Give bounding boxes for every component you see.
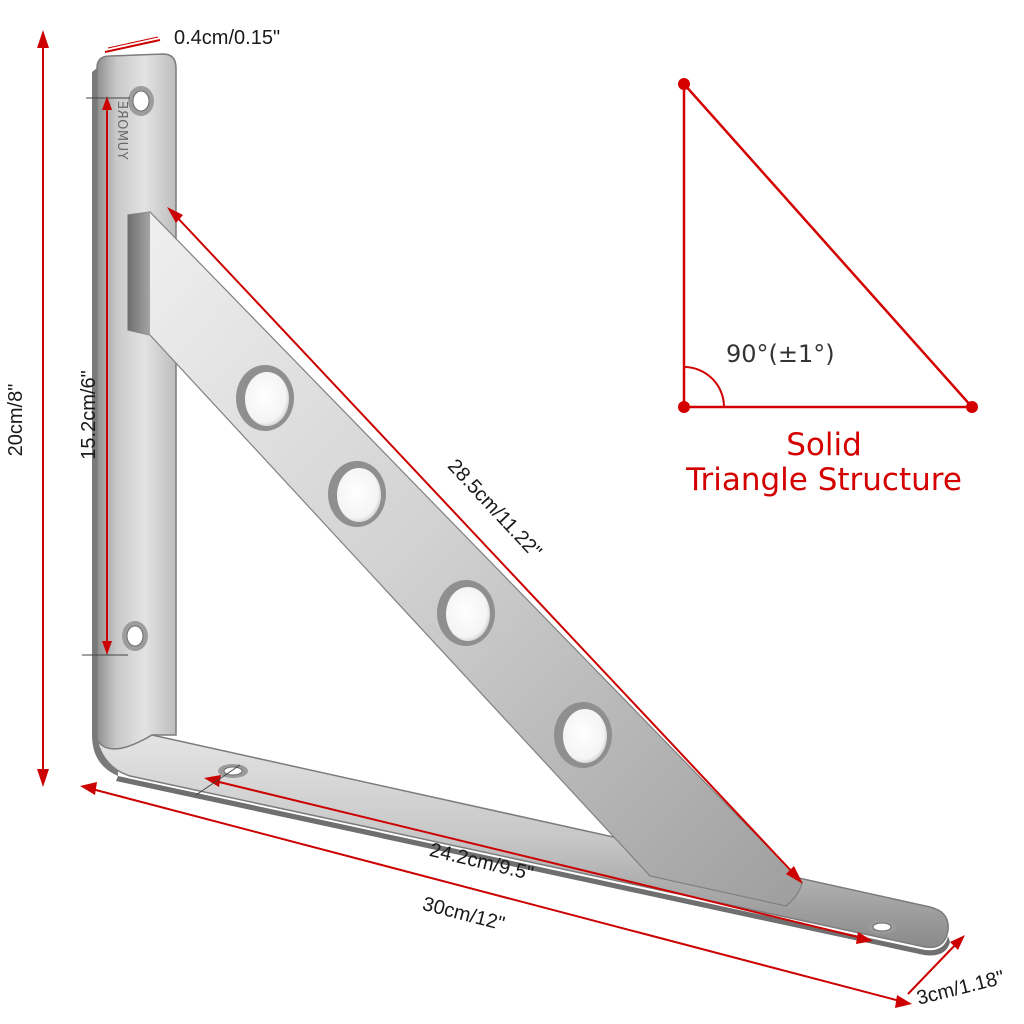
mounting-hole-top <box>128 86 154 116</box>
brace-hole-2 <box>328 461 386 527</box>
label-thickness: 0.4cm/0.15" <box>174 27 280 49</box>
bracket-horizontal-edge <box>116 776 950 956</box>
brace-hole-4 <box>554 702 612 768</box>
dimension-thickness <box>104 36 161 53</box>
caption-line-1: Solid <box>786 427 862 463</box>
triangle-structure-inset: 90°(±1°) Solid Triangle Structure <box>678 78 978 498</box>
dimension-total-height <box>37 30 49 787</box>
triangle-vertex-right <box>966 401 978 413</box>
right-angle-arc <box>683 366 725 408</box>
shelf-bracket: YUMORE <box>92 53 950 956</box>
bracket-vertical-edge <box>92 68 118 776</box>
label-total-length: 30cm/12" <box>420 893 507 935</box>
triangle-vertex-corner <box>678 401 690 413</box>
brace-hole-1 <box>236 365 294 431</box>
bracket-vertical-arm <box>96 53 177 771</box>
dimension-width <box>907 935 965 995</box>
triangle-vertex-top <box>678 78 690 90</box>
dimension-hole-spacing-vertical <box>82 96 130 656</box>
mounting-hole-right <box>867 920 897 934</box>
mounting-hole-left <box>218 764 248 778</box>
dimension-hole-spacing-horizontal <box>195 764 873 944</box>
dimension-diagonal <box>167 207 803 884</box>
brace-hole-3 <box>437 580 495 646</box>
dimension-total-length <box>80 782 912 1008</box>
triangle-outline <box>682 80 975 409</box>
label-total-height: 20cm/8" <box>5 384 27 457</box>
mounting-hole-bottom <box>122 621 148 651</box>
angle-label: 90°(±1°) <box>726 340 835 368</box>
label-hole-spacing-vertical: 15.2cm/6" <box>78 370 100 459</box>
brand-engraving: YUMORE <box>114 100 129 160</box>
dimension-lines <box>37 30 965 1008</box>
bracket-diagonal-side <box>128 212 150 335</box>
caption-line-2: Triangle Structure <box>685 462 962 498</box>
